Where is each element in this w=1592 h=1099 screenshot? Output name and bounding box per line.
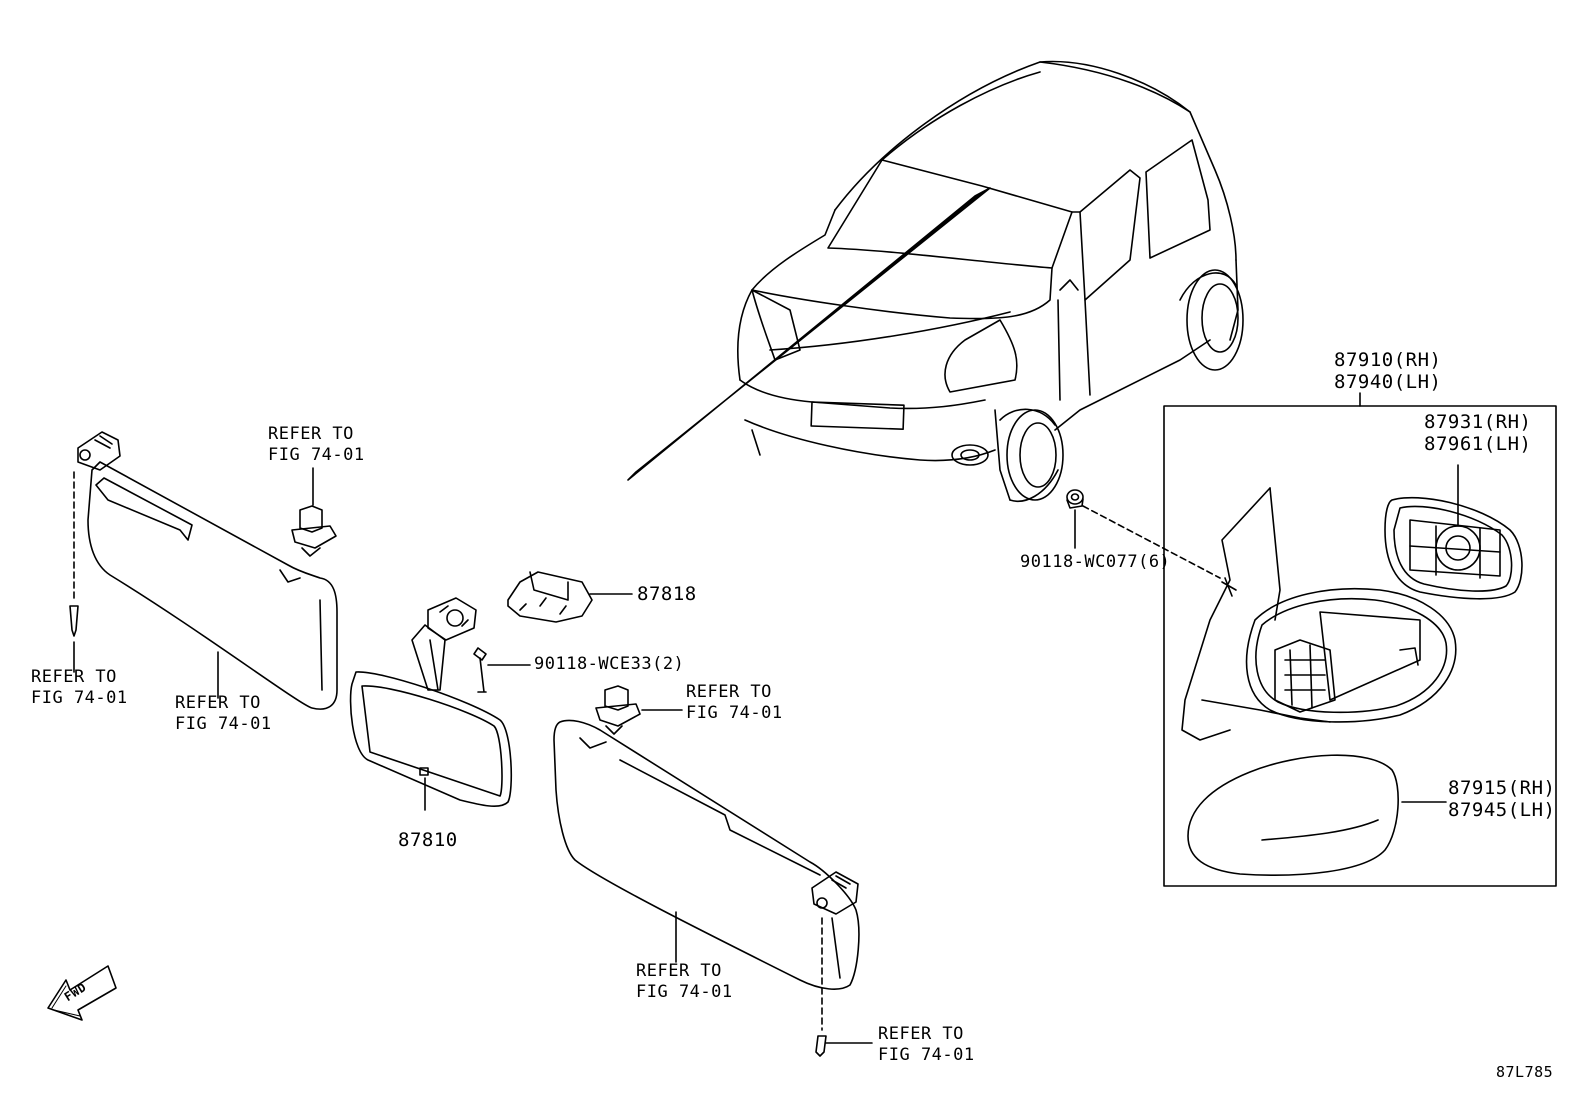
- sun-visor-left: [69, 431, 338, 710]
- label-part-87818: 87818: [637, 583, 697, 605]
- inner-rear-view-mirror: [349, 597, 513, 808]
- fwd-arrow-icon: [47, 965, 117, 1021]
- visor-clip-right: [595, 685, 641, 735]
- label-outer-mirror-assy: 87910(RH)87940(LH): [1334, 349, 1442, 393]
- stud-dashed-line: [1082, 505, 1221, 579]
- label-figure-code: 87L785: [1496, 1063, 1554, 1081]
- label-mirror-cover: 87915(RH)87945(LH): [1448, 777, 1556, 821]
- reference-wedge: [627, 187, 991, 481]
- outer-mirror-cover: [1187, 754, 1399, 876]
- nut-wc077: [1066, 489, 1084, 509]
- mirror-cover-87818: [507, 571, 593, 623]
- visor-clip-left: [291, 505, 337, 557]
- label-part-87810: 87810: [398, 829, 458, 851]
- sun-visor-right: [553, 719, 860, 990]
- label-mirror-glass: 87931(RH)87961(LH): [1424, 411, 1532, 455]
- screw-wce33: [473, 647, 487, 693]
- screw-right: [815, 1035, 827, 1057]
- vehicle-outline: [736, 60, 1244, 502]
- label-part-90118-wc077: 90118-WC077(6): [1020, 552, 1171, 572]
- outer-mirror-glass: [1384, 496, 1523, 600]
- label-part-90118-wce33: 90118-WCE33(2): [534, 654, 685, 674]
- outer-mirror-housing: [1181, 487, 1457, 741]
